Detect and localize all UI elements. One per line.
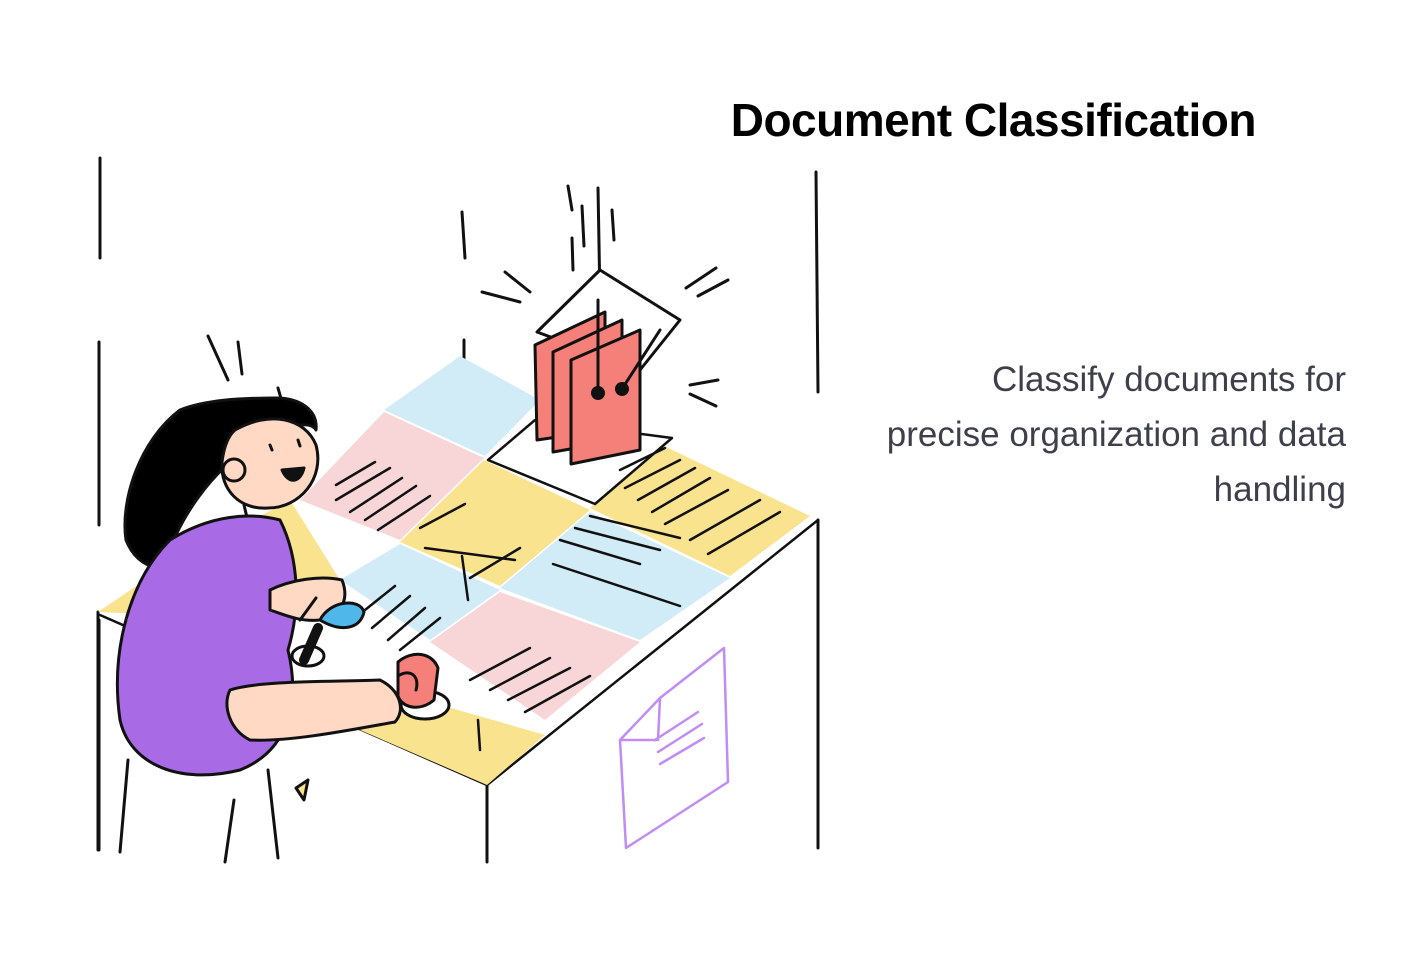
document-lines: [334, 446, 782, 752]
feature-title: Document Classification: [730, 94, 1257, 146]
folder-icon: [480, 184, 730, 466]
paper-icon: [618, 646, 730, 850]
document-sorting-illustration: [96, 156, 820, 864]
person-figure: [116, 334, 451, 802]
feature-description: Classify documents for precise organizat…: [886, 360, 1346, 509]
